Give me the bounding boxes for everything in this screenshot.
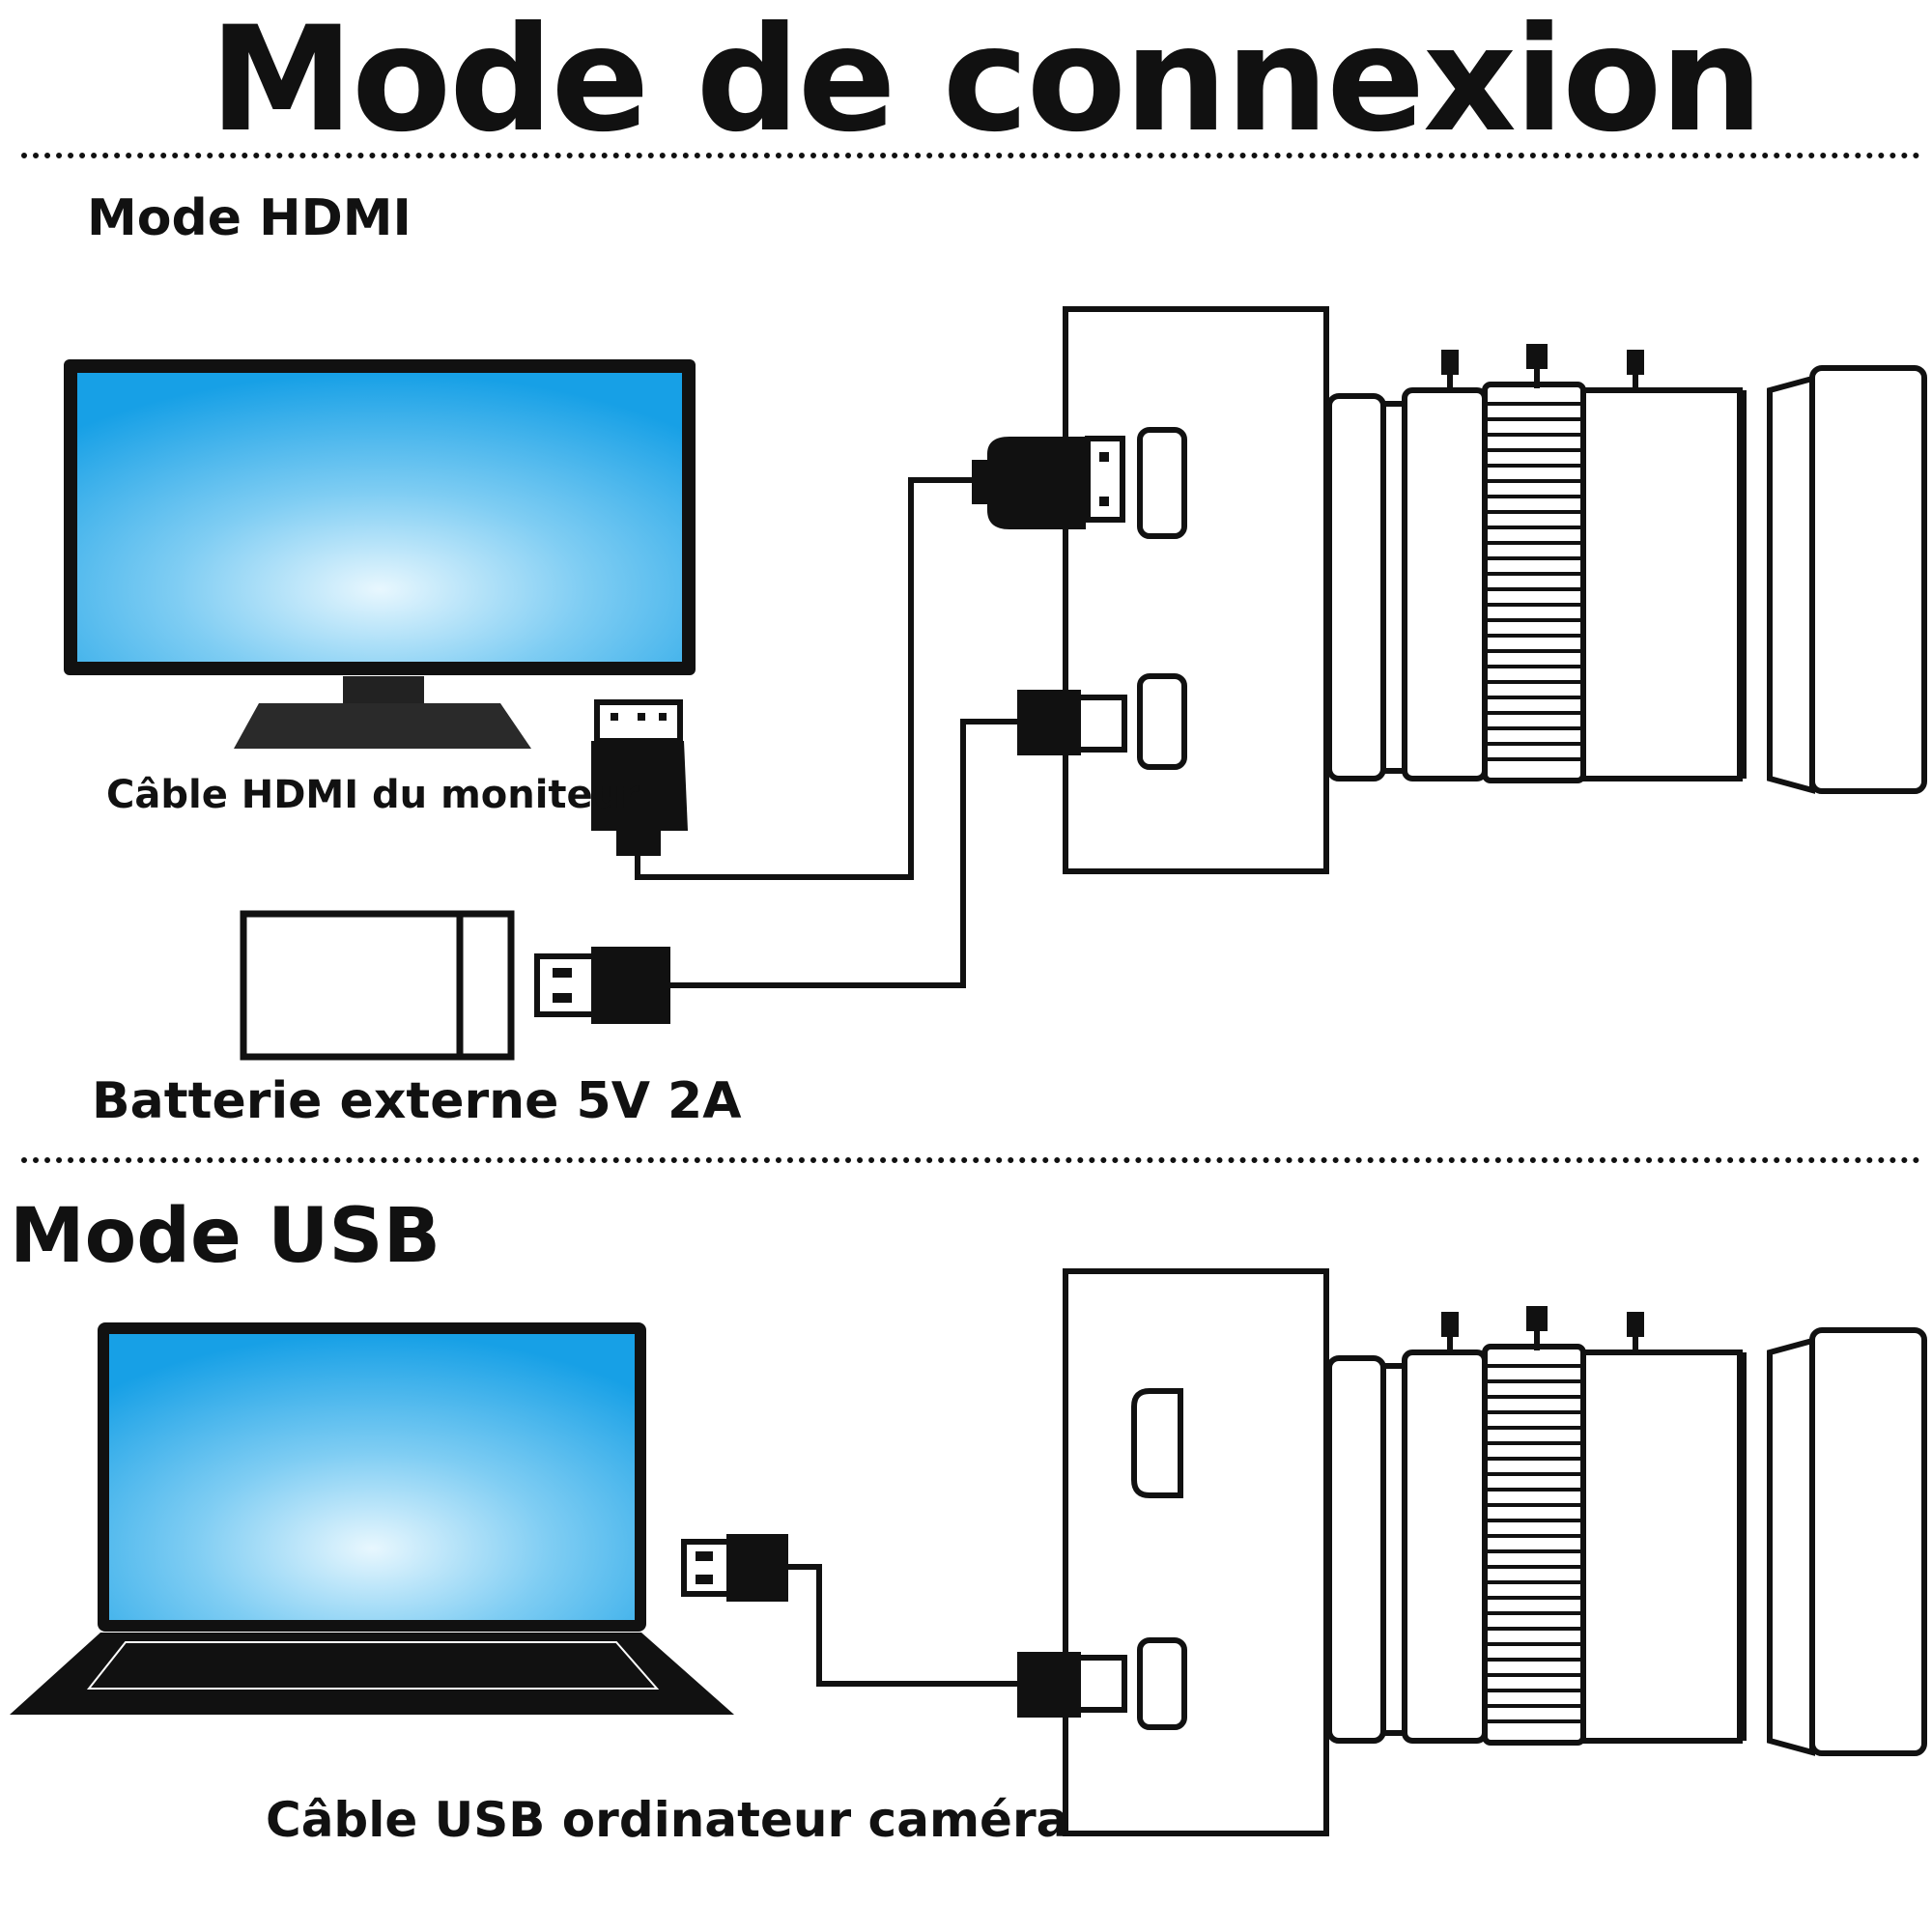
- usb-cable: [788, 1564, 1017, 1687]
- page-title: Mode de connexion: [209, 0, 1763, 164]
- hdmi-mode-heading: Mode HDMI: [87, 189, 412, 247]
- camera-icon: [972, 306, 1329, 874]
- battery-label: Batterie externe 5V 2A: [92, 1072, 742, 1130]
- divider-top: [21, 153, 1920, 158]
- hdmi-plug-icon: [591, 699, 688, 856]
- hdmi-cables: [635, 477, 1017, 988]
- divider-middle: [21, 1157, 1920, 1163]
- usb-mode-heading: Mode USB: [10, 1193, 441, 1280]
- usb-plug-icon: [681, 1534, 788, 1602]
- lens-icon: [1326, 344, 1927, 794]
- usb-plug-icon: [534, 947, 670, 1024]
- power-bank-icon: [240, 910, 515, 1061]
- usb-cable-label: Câble USB ordinateur caméra: [266, 1792, 1069, 1848]
- monitor-cable-label: Câble HDMI du moniteur: [106, 773, 639, 817]
- laptop-icon: [10, 1322, 734, 1715]
- monitor-icon: [64, 359, 696, 749]
- camera-icon: [1017, 1268, 1329, 1836]
- lens-icon: [1326, 1306, 1927, 1756]
